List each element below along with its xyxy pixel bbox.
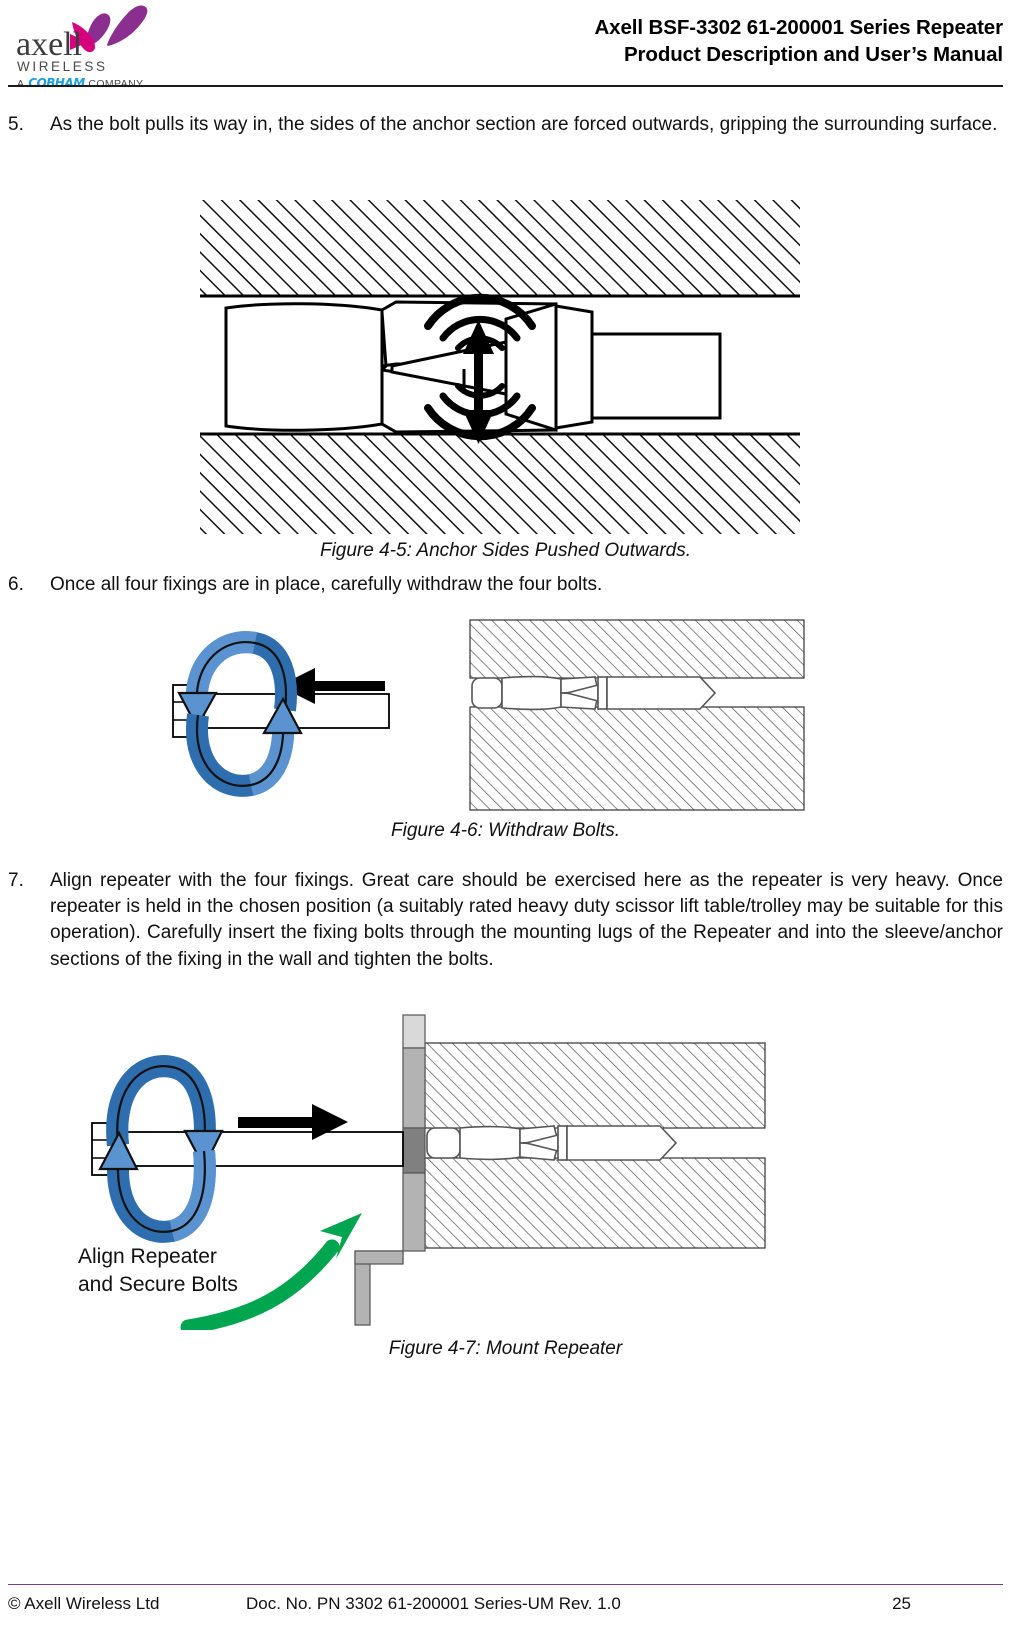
callout-arrow-green (180, 1213, 362, 1335)
step-item-7: 7. Align repeater with the four fixings.… (0, 868, 1003, 973)
sleeve-anchor-in-wall (471, 675, 717, 711)
wall-upper-hatch (200, 200, 800, 298)
step-number: 7. (8, 870, 24, 891)
logo-affiliation-suffix: COMPANY (88, 78, 144, 90)
footer-copyright: © Axell Wireless Ltd (8, 1594, 160, 1613)
rotation-arrow-upper (106, 1055, 224, 1170)
footer-divider (8, 1584, 1003, 1585)
logo-wordmark: axell (16, 26, 83, 63)
header-title-line1: Axell BSF-3302 61-200001 Series Repeater (594, 16, 1003, 39)
figure-4-7-drawing: Align Repeater and Secure Bolts (78, 1014, 766, 1335)
wall-section-hatch (469, 619, 805, 811)
header-title-line2: Product Description and User’s Manual (623, 43, 1003, 67)
step-number: 5. (8, 114, 24, 135)
bolt-shaft (123, 1131, 404, 1167)
wall-lower-hatch (200, 432, 800, 534)
page-footer: © Axell Wireless Ltd Doc. No. PN 3302 61… (0, 1584, 1011, 1632)
outward-force-double-arrow (462, 320, 494, 444)
axell-wireless-logo: axell WIRELESS A COBHAM COMPANY (8, 4, 238, 89)
logo-affiliation-prefix: A (17, 78, 25, 90)
step-number: 6. (8, 574, 24, 595)
footer-document-number: Doc. No. PN 3302 61-200001 Series-UM Rev… (246, 1594, 621, 1613)
figure-4-5-anchor-sides-pushed-outwards (196, 194, 806, 544)
rotation-arrow-lower (185, 696, 303, 797)
header-title-block: Axell BSF-3302 61-200001 Series Repeater… (594, 14, 1003, 68)
figure-4-7-mount-repeater: Align Repeater and Secure Bolts (70, 1005, 810, 1335)
step-item-5: 5. As the bolt pulls its way in, the sid… (0, 112, 1003, 138)
figure-4-6-caption: Figure 4-6: Withdraw Bolts. (391, 820, 620, 841)
withdraw-direction-arrow-left (279, 668, 385, 704)
step-item-6: 6. Once all four fixings are in place, c… (0, 572, 1003, 598)
figure-4-7-caption: Figure 4-7: Mount Repeater (388, 1338, 623, 1359)
step-text: As the bolt pulls its way in, the sides … (50, 114, 998, 135)
figure-4-5-drawing (200, 200, 800, 534)
header-divider (8, 85, 1003, 87)
callout-label-line1: Align Repeater (78, 1245, 217, 1268)
footer-page-number: 25 (892, 1594, 911, 1613)
step-text: Once all four fixings are in place, care… (50, 574, 603, 595)
repeater-mounting-bracket (354, 1014, 426, 1326)
step-text: Align repeater with the four fixings. Gr… (50, 870, 1003, 970)
sleeve-anchor-in-wall (426, 1125, 678, 1161)
bolt-collar (554, 304, 594, 430)
rotation-arrow-upper (177, 631, 297, 730)
logo-subtitle: WIRELESS (17, 59, 108, 74)
figure-4-5-caption: Figure 4-5: Anchor Sides Pushed Outwards… (319, 540, 692, 561)
logo-cobham-brand: COBHAM (28, 76, 85, 90)
callout-label-line2: and Secure Bolts (78, 1273, 238, 1296)
rotation-arrow-lower (98, 1130, 216, 1243)
page-header: axell WIRELESS A COBHAM COMPANY Axell BS… (0, 0, 1011, 89)
wall-section-hatch (424, 1042, 766, 1249)
figure-4-6-drawing (172, 619, 805, 811)
axell-swoosh-icon (70, 5, 148, 53)
figure-4-6-withdraw-bolts (155, 615, 805, 820)
anchor-sleeve-body (224, 302, 384, 432)
logo-affiliation: A COBHAM COMPANY (17, 77, 143, 90)
insert-direction-arrow-right (238, 1104, 348, 1140)
bolt-shaft (590, 332, 722, 420)
